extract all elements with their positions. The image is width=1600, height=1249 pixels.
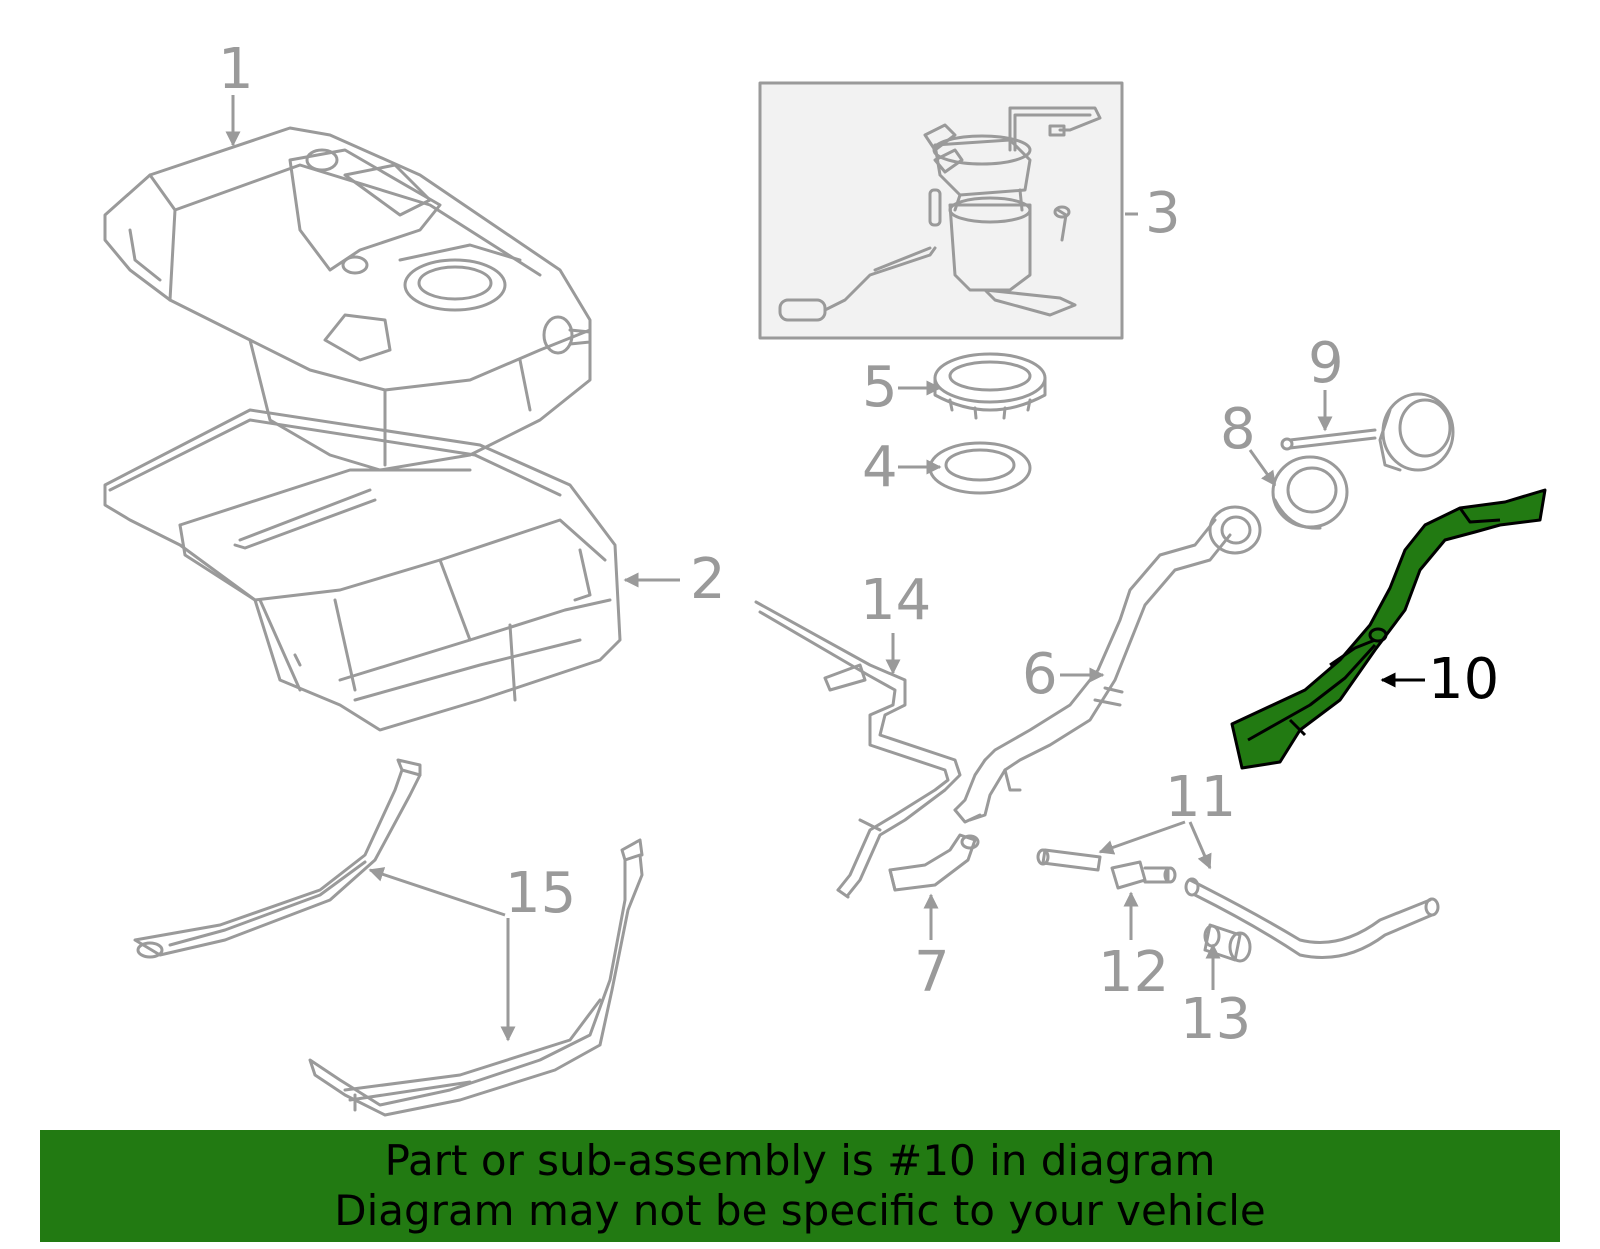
callout-8: 8 (1220, 397, 1256, 462)
part-1-fuel-tank[interactable] (103, 126, 592, 472)
callout-10: 10 (1428, 647, 1500, 712)
callout-1: 1 (218, 37, 254, 102)
info-banner: Part or sub-assembly is #10 in diagram D… (40, 1130, 1560, 1242)
callout-4: 4 (862, 435, 898, 500)
callout-15: 15 (505, 861, 577, 926)
callout-7: 7 (914, 940, 950, 1005)
part-11-vent-tubes[interactable] (1036, 848, 1440, 959)
callout-9: 9 (1308, 331, 1344, 396)
part-10-filler-pipe-shield[interactable] (1230, 488, 1547, 770)
leader-15a (368, 867, 506, 917)
part-3-fuel-pump-module[interactable] (758, 81, 1124, 340)
callout-2: 2 (690, 547, 726, 612)
leader-11b (1188, 821, 1212, 870)
part-14-vent-pipe[interactable] (754, 600, 962, 899)
callout-5: 5 (862, 355, 898, 420)
part-6-filler-pipe[interactable] (953, 505, 1262, 824)
leader-11a (1098, 820, 1186, 855)
leader-8 (1248, 449, 1277, 487)
callout-3: 3 (1145, 181, 1181, 246)
banner-line-1: Part or sub-assembly is #10 in diagram (384, 1136, 1216, 1185)
part-9-fuel-cap[interactable] (1280, 392, 1455, 472)
callout-13: 13 (1180, 987, 1252, 1052)
part-4-seal[interactable] (928, 441, 1032, 495)
part-2-shield[interactable] (103, 408, 622, 732)
part-7-hose[interactable] (888, 833, 980, 892)
part-15-tank-straps[interactable] (133, 758, 644, 1117)
part-8-housing[interactable] (1271, 455, 1349, 530)
callout-6: 6 (1022, 642, 1058, 707)
part-13-grommet[interactable] (1203, 923, 1252, 963)
banner-line-2: Diagram may not be specific to your vehi… (334, 1186, 1266, 1235)
part-5-lock-ring[interactable] (933, 352, 1047, 420)
callout-12: 12 (1098, 940, 1170, 1005)
part-12-connector[interactable] (1110, 860, 1177, 890)
callout-14: 14 (860, 568, 932, 633)
callout-11: 11 (1165, 765, 1237, 830)
